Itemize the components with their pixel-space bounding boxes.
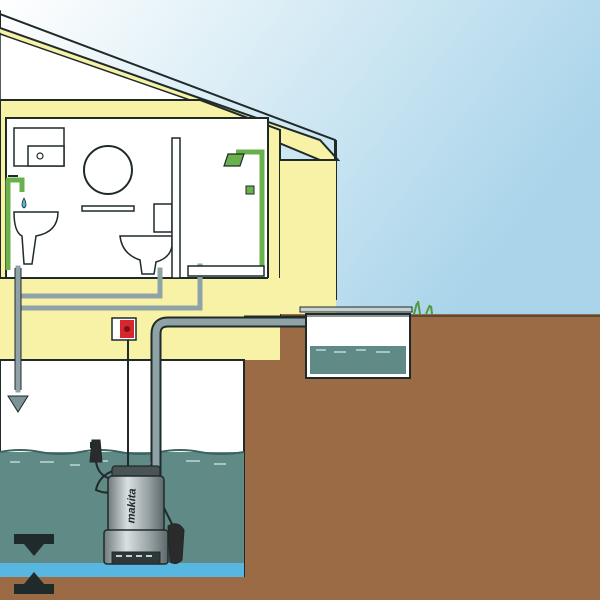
house — [0, 9, 341, 361]
level-indicator — [14, 534, 54, 594]
up-arrow-icon — [14, 572, 54, 590]
shower-tray — [187, 265, 265, 277]
bathroom-fixtures — [5, 127, 265, 279]
down-arrow-icon — [7, 395, 29, 413]
drain-grate — [299, 306, 413, 313]
shower-head-icon — [223, 153, 245, 167]
tap-icon — [6, 177, 25, 192]
sink — [13, 211, 59, 265]
water-floor — [0, 563, 244, 577]
shelf — [81, 205, 135, 212]
pump-brand-label: makita — [125, 488, 138, 523]
round-mirror — [83, 145, 133, 195]
shower-pipe — [236, 149, 265, 276]
power-socket-icon — [111, 317, 137, 341]
float-ball — [167, 523, 185, 565]
drain-pit — [299, 306, 413, 379]
shower-partition — [171, 137, 181, 279]
toilet-bowl — [119, 235, 173, 275]
submersible-pump: makita — [89, 439, 185, 565]
toilet-tank — [153, 203, 173, 233]
water-drop-icon — [21, 197, 27, 209]
down-arrow-icon — [14, 538, 54, 556]
